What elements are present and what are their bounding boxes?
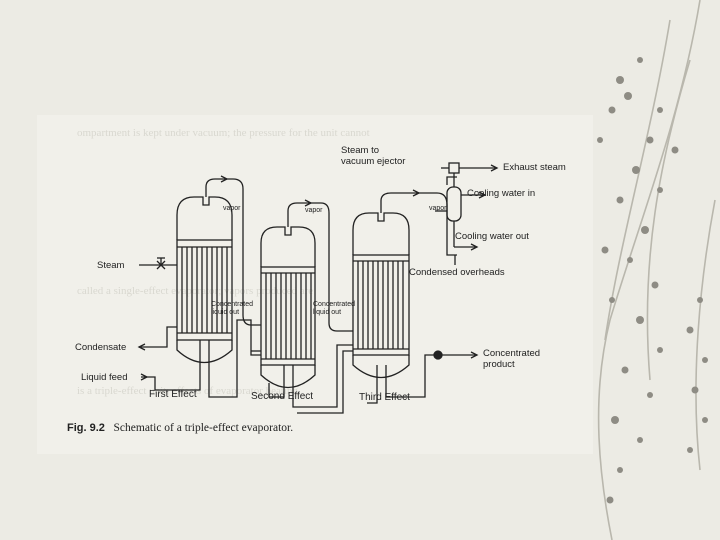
evaporator-schematic xyxy=(137,162,499,414)
label-exhaust-steam: Exhaust steam xyxy=(503,162,566,173)
label-vapor-1: vapor xyxy=(223,205,241,212)
figure-caption: Fig. 9.2 Schematic of a triple-effect ev… xyxy=(67,422,293,434)
label-third-effect: Third Effect xyxy=(359,392,410,403)
figure-panel: ompartment is kept under vacuum; the pre… xyxy=(37,115,593,454)
label-liquid-out-2: liquid out xyxy=(313,309,342,316)
label-vapor-3: vapor xyxy=(429,205,447,212)
first-effect-vessel xyxy=(176,196,233,377)
label-condensate: Condensate xyxy=(75,342,127,353)
label-concentrated-liquid-out-2: Concentrated xyxy=(313,301,356,308)
label-second-effect: Second Effect xyxy=(251,391,314,402)
label-vapor-2: vapor xyxy=(305,207,323,214)
second-effect-vessel xyxy=(260,226,316,390)
label-liquid-feed: Liquid feed xyxy=(81,372,128,383)
label-cooling-water-out: Cooling water out xyxy=(455,231,529,242)
label-concentrated-liquid-out-1: Concentrated xyxy=(211,301,254,308)
figure-caption-text: Schematic of a triple-effect evaporator. xyxy=(113,422,294,434)
label-condensed-overheads: Condensed overheads xyxy=(409,267,505,278)
label-steam-to: Steam to xyxy=(341,145,380,156)
label-concentrated-product: Concentrated xyxy=(483,348,541,359)
label-vacuum-ejector: vacuum ejector xyxy=(341,156,406,167)
label-concentrated-product-2: product xyxy=(483,359,515,370)
third-effect-vessel xyxy=(352,212,410,387)
figure-number: Fig. 9.2 xyxy=(67,422,105,434)
label-first-effect: First Effect xyxy=(149,389,197,400)
label-cooling-water-in: Cooling water in xyxy=(467,188,536,199)
label-steam: Steam xyxy=(97,260,125,271)
vacuum-ejector xyxy=(448,162,460,174)
label-liquid-out-1: liquid out xyxy=(211,309,240,316)
